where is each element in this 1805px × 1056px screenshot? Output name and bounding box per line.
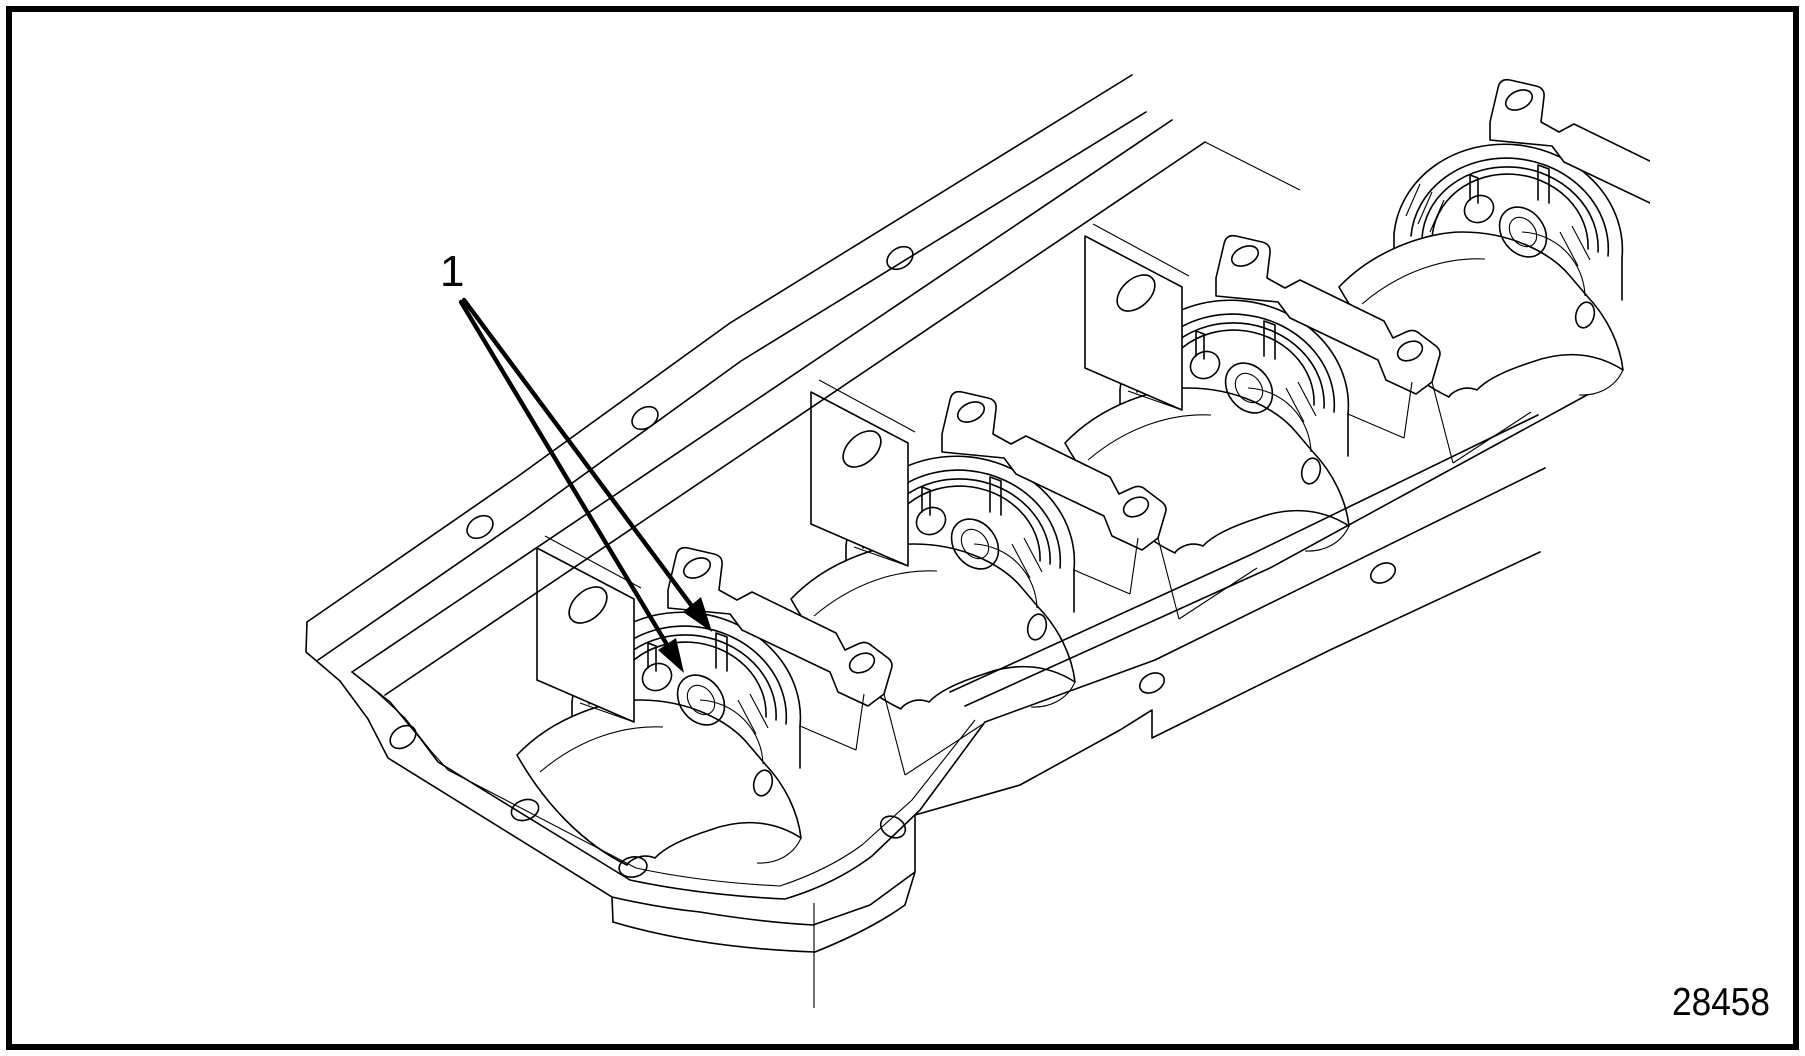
callout-1-leader-line-a — [461, 297, 703, 620]
callout-1-label: 1 — [440, 247, 464, 296]
figure-number: 28458 — [1672, 981, 1770, 1024]
figure-frame-border — [6, 6, 1799, 1050]
callout-1-arrowhead-icon-a — [683, 597, 712, 632]
engine-block-drawing — [305, 74, 1650, 1008]
callout-1: 1 — [440, 247, 712, 673]
callout-1-leader-line-b — [458, 299, 675, 656]
oil-pan-rail-right — [949, 394, 1588, 786]
oil-pan-rail-left — [306, 74, 1301, 696]
front-cover-flange — [305, 621, 1021, 1008]
callout-1-arrowhead-icon-b — [658, 638, 684, 673]
